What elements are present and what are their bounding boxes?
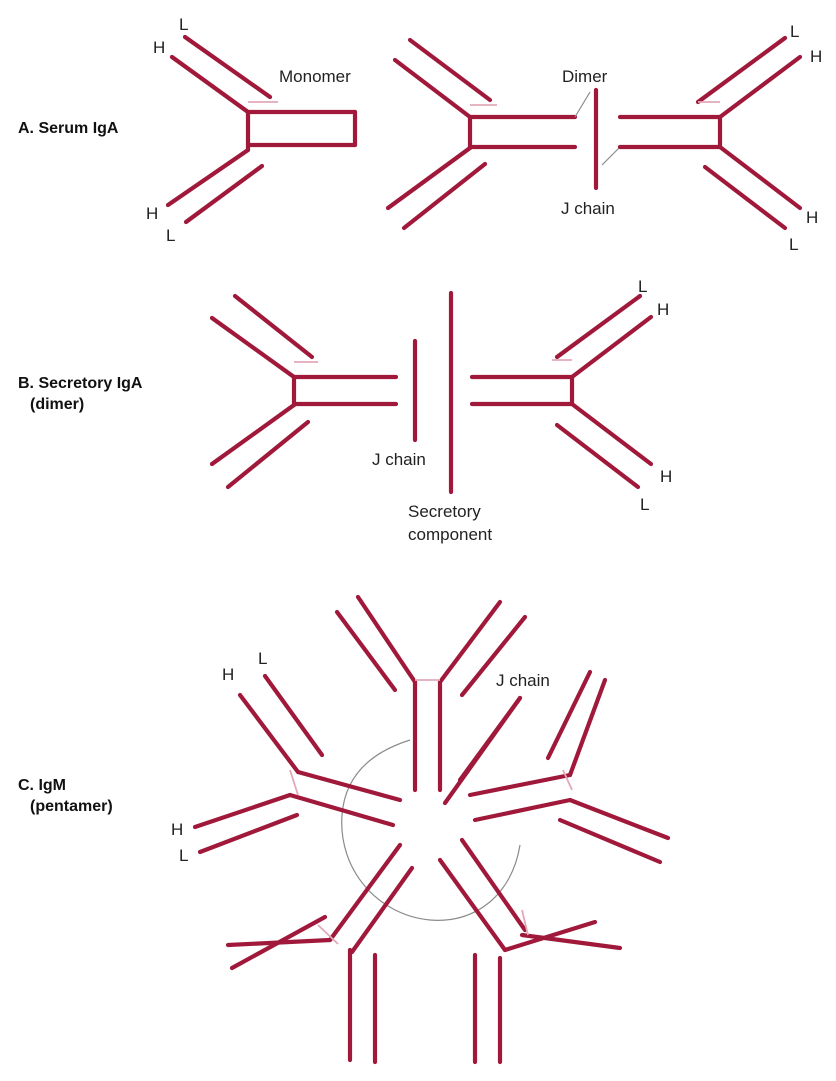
secretory-label-line1: Secretory: [408, 502, 481, 521]
section-c-title-line1: C. IgM: [18, 777, 66, 794]
secretory-label-line2: component: [408, 525, 492, 544]
light-chain-label: L: [166, 226, 175, 245]
light-chain-label: L: [258, 649, 267, 668]
j-chain-label: J chain: [561, 199, 615, 218]
igm-monomer-bottom-left: [225, 842, 415, 1065]
igm-monomer-bottom-right: [437, 837, 623, 1065]
section-b-title-line1: B. Secretory IgA: [18, 375, 143, 392]
j-chain: [457, 695, 523, 783]
light-chain-label: L: [638, 277, 647, 296]
section-b-title-line2: (dimer): [30, 396, 84, 413]
iga-dimer-left-unit: [385, 37, 578, 231]
heavy-chain-label: H: [171, 820, 183, 839]
light-chain-label: L: [789, 235, 798, 254]
monomer-label: Monomer: [279, 67, 351, 86]
section-c-title-line2: (pentamer): [30, 798, 113, 815]
siga-right-unit: [469, 293, 654, 490]
igm-monomer-top: [334, 594, 528, 793]
igm-monomer-left: [192, 673, 403, 855]
disulfide-ring: [341, 739, 521, 921]
light-chain-label: L: [179, 15, 188, 34]
heavy-chain-label: H: [806, 208, 818, 227]
light-chain-label: L: [790, 22, 799, 41]
iga-dimer-right-unit: [617, 35, 803, 231]
heavy-chain-label: H: [657, 300, 669, 319]
j-chain-label: J chain: [496, 671, 550, 690]
igm-monomer-upper-right: [442, 669, 671, 865]
section-a-title: A. Serum IgA: [18, 120, 119, 137]
light-chain-label: L: [179, 846, 188, 865]
siga-left-unit: [209, 293, 399, 490]
heavy-chain-label: H: [810, 47, 822, 66]
heavy-chain-label: H: [153, 38, 165, 57]
heavy-chain-label: H: [222, 665, 234, 684]
j-chain-label: J chain: [372, 450, 426, 469]
dimer-label: Dimer: [562, 67, 608, 86]
heavy-chain-label: H: [660, 467, 672, 486]
iga-monomer: [165, 34, 358, 225]
light-chain-label: L: [640, 495, 649, 514]
heavy-chain-label: H: [146, 204, 158, 223]
